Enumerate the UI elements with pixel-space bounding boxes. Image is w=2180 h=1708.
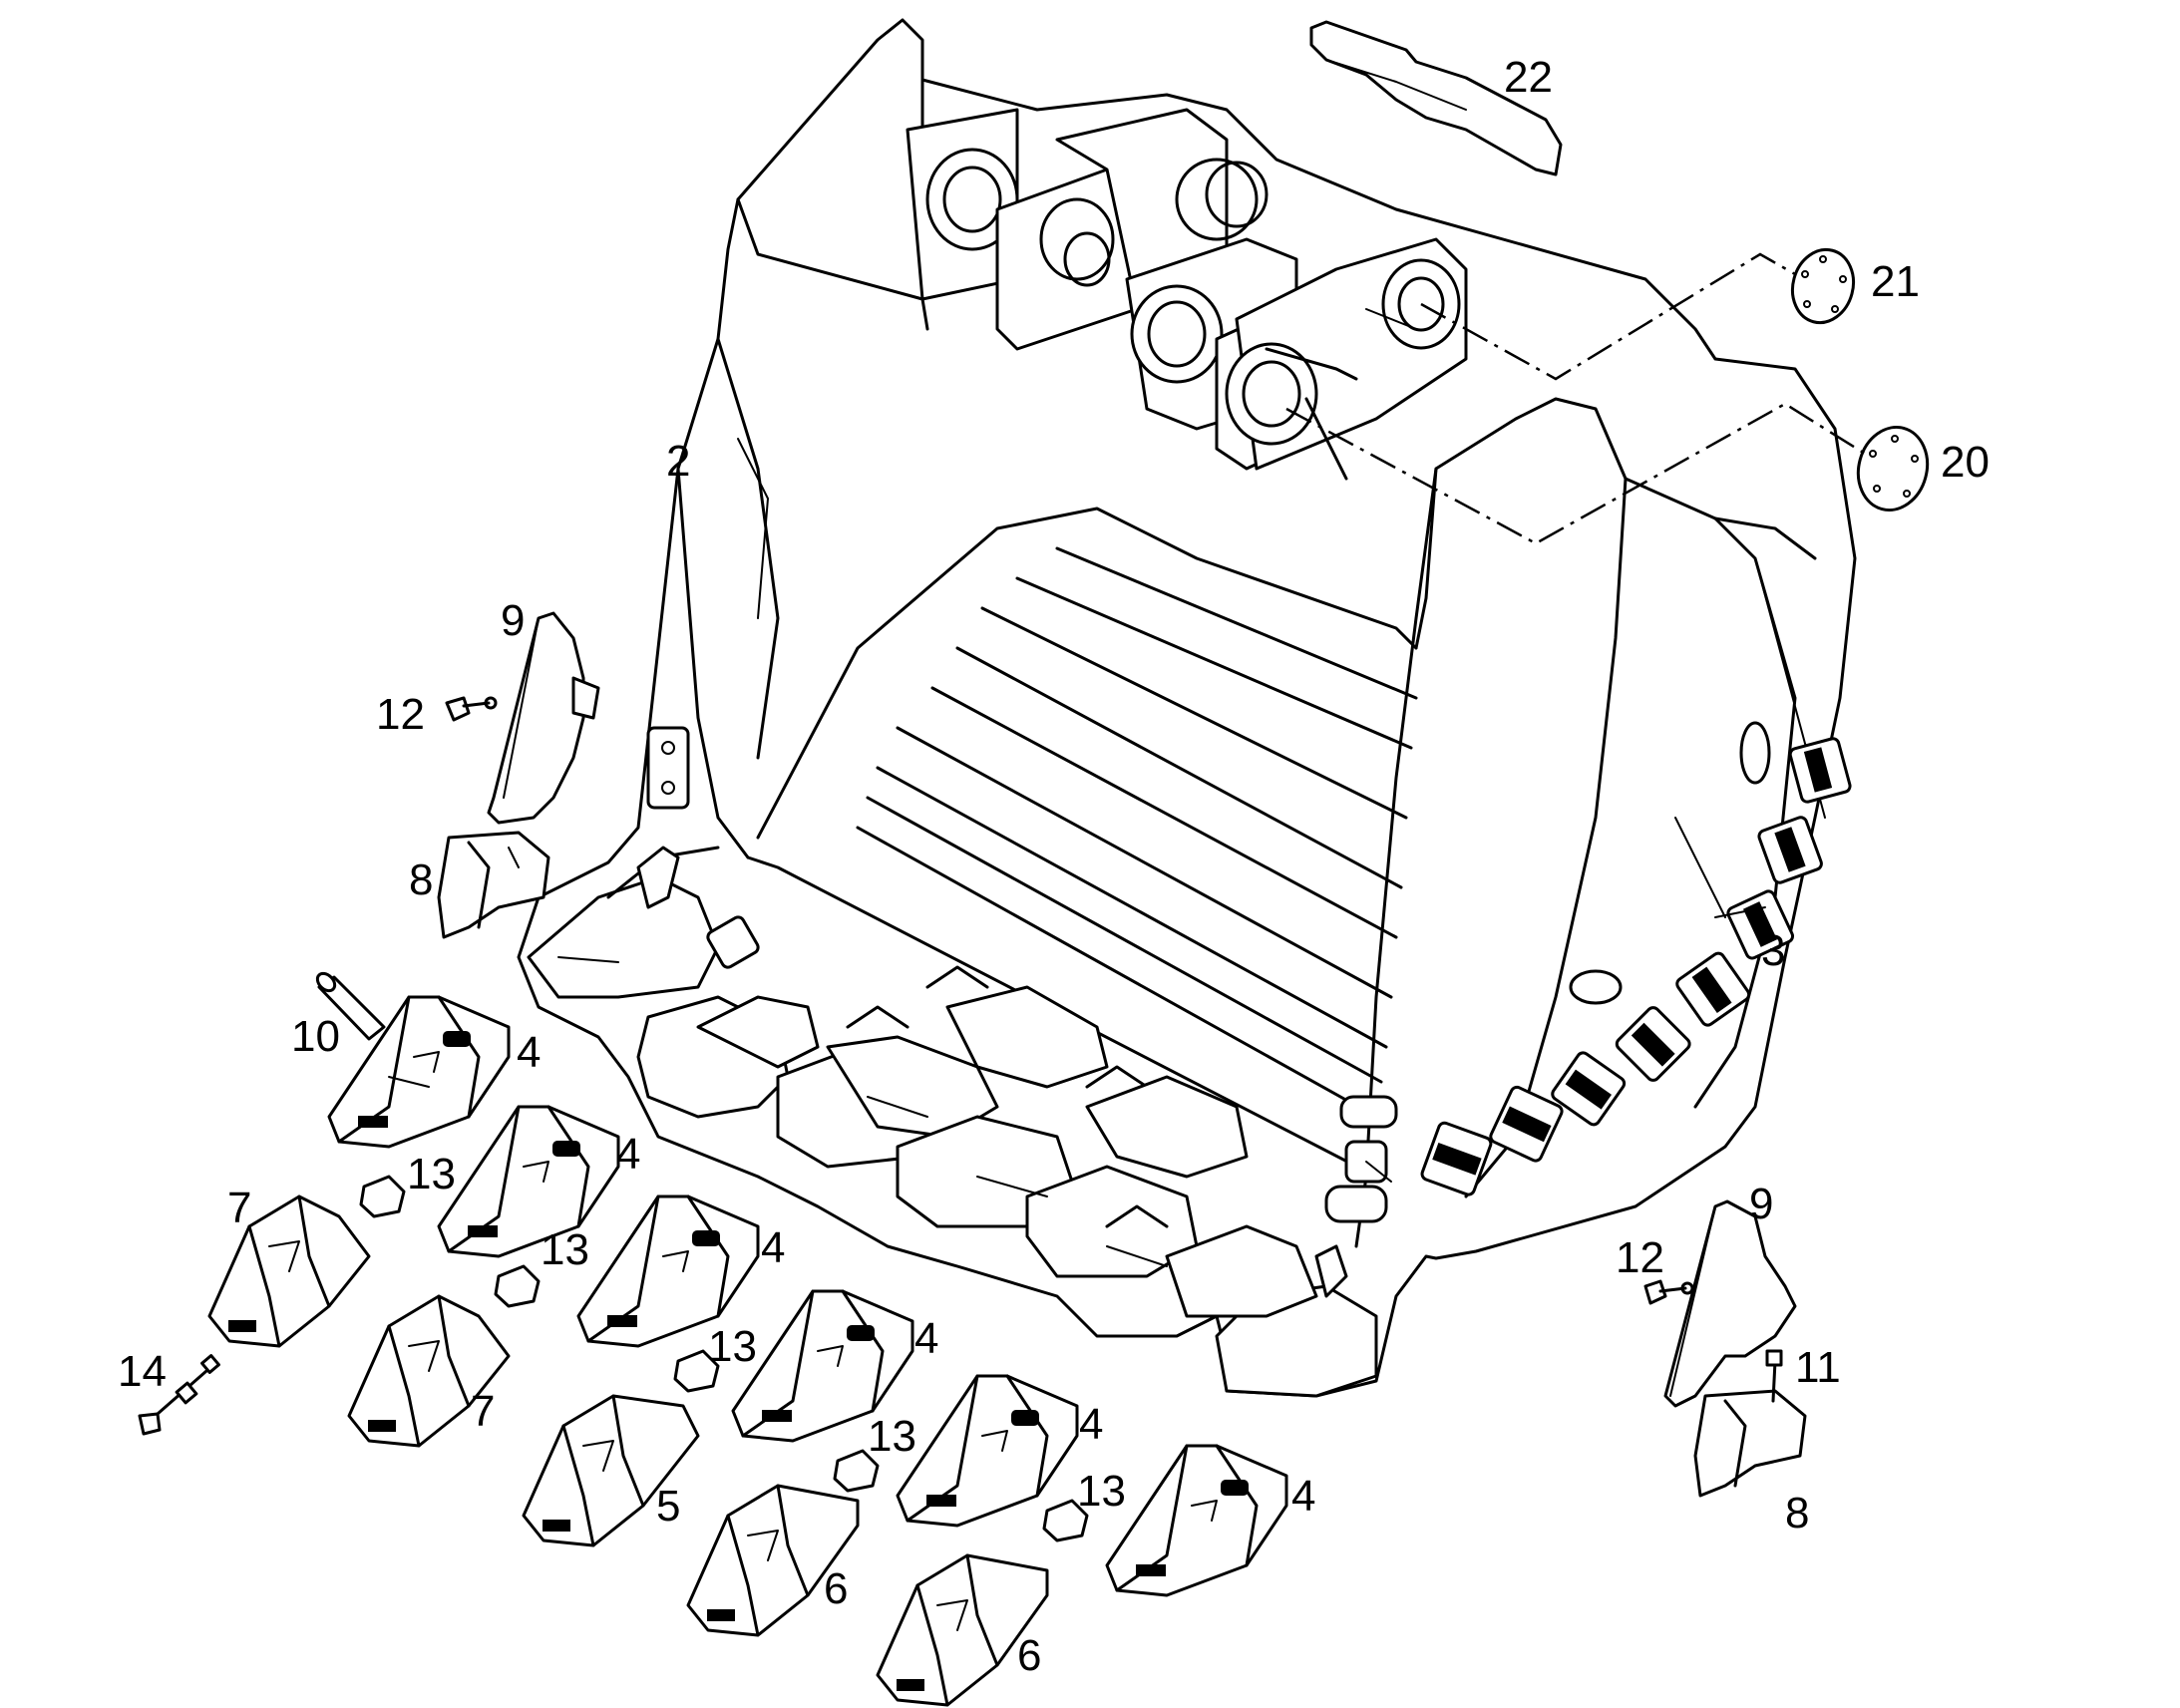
callout-13d: 13 (868, 1412, 916, 1461)
adapter (731, 1289, 914, 1443)
wear-plate-22 (1309, 20, 1563, 176)
callout-9a: 9 (501, 596, 525, 645)
callout-3: 3 (1761, 926, 1785, 975)
shroud-block (1615, 1006, 1691, 1082)
shroud-block (1551, 1051, 1627, 1127)
shroud-block (1726, 889, 1795, 960)
tooth-7b (347, 1294, 511, 1448)
callout-7b: 7 (471, 1387, 495, 1436)
tooth-5 (522, 1394, 700, 1547)
callout-4b: 4 (616, 1130, 640, 1179)
side-cutter-right (1663, 1199, 1807, 1498)
bolt-12-left (445, 696, 498, 722)
shroud-block (1420, 1121, 1493, 1196)
callout-13c: 13 (708, 1322, 757, 1371)
lip-adapters (636, 915, 1318, 1318)
callout-8a: 8 (409, 855, 433, 904)
shroud-block (1675, 951, 1751, 1027)
shroud-block (1757, 816, 1823, 884)
adapter (1105, 1444, 1288, 1597)
callout-8b: 8 (1785, 1489, 1809, 1537)
callout-5: 5 (656, 1482, 680, 1531)
callout-7a: 7 (227, 1184, 251, 1232)
adapter (576, 1195, 760, 1348)
side-cutter-left (437, 611, 600, 939)
callout-9b: 9 (1749, 1180, 1773, 1228)
tooth-6a (686, 1484, 860, 1637)
locks-13 (359, 1175, 1089, 1542)
bucket-body (517, 18, 1857, 1398)
callout-4e: 4 (1079, 1400, 1103, 1449)
callout-labels: 2 3 4 4 4 4 4 4 5 6 6 7 7 8 8 9 9 10 11 … (118, 53, 1990, 1680)
callout-4d: 4 (914, 1314, 938, 1363)
callout-10: 10 (291, 1012, 340, 1061)
adapter (437, 1105, 620, 1258)
callout-2: 2 (666, 437, 690, 486)
bolt-14 (138, 1354, 220, 1436)
shroud-block (1788, 737, 1852, 804)
callout-6a: 6 (824, 1564, 848, 1613)
tooth-7a (207, 1195, 371, 1348)
adapter (327, 995, 511, 1149)
callout-12a: 12 (376, 690, 425, 739)
callout-4f: 4 (1291, 1472, 1315, 1521)
bolt-11 (1765, 1349, 1783, 1403)
callout-4c: 4 (761, 1223, 785, 1272)
pin-plug-21 (1790, 247, 1856, 325)
leader-lines (1365, 906, 1766, 1183)
callout-20: 20 (1941, 438, 1990, 487)
callout-13b: 13 (541, 1225, 589, 1274)
callout-4a: 4 (517, 1028, 541, 1077)
callout-11: 11 (1795, 1343, 1841, 1392)
shroud-block (1489, 1085, 1564, 1163)
callout-21: 21 (1871, 257, 1920, 306)
tooth-6b (876, 1553, 1049, 1707)
callout-6b: 6 (1017, 1631, 1041, 1680)
callout-22: 22 (1504, 53, 1553, 102)
callout-12b: 12 (1616, 1233, 1664, 1282)
callout-14: 14 (118, 1347, 167, 1396)
pin-10 (315, 971, 386, 1041)
adapters-4 (327, 995, 1288, 1597)
adapter (896, 1374, 1079, 1528)
teeth (207, 1195, 1049, 1707)
bolt-12-right (1643, 1279, 1694, 1305)
callout-13a: 13 (407, 1150, 456, 1198)
side-shrouds (1420, 737, 1852, 1196)
callout-13e: 13 (1077, 1467, 1126, 1516)
pin-plug-20 (1856, 425, 1930, 512)
